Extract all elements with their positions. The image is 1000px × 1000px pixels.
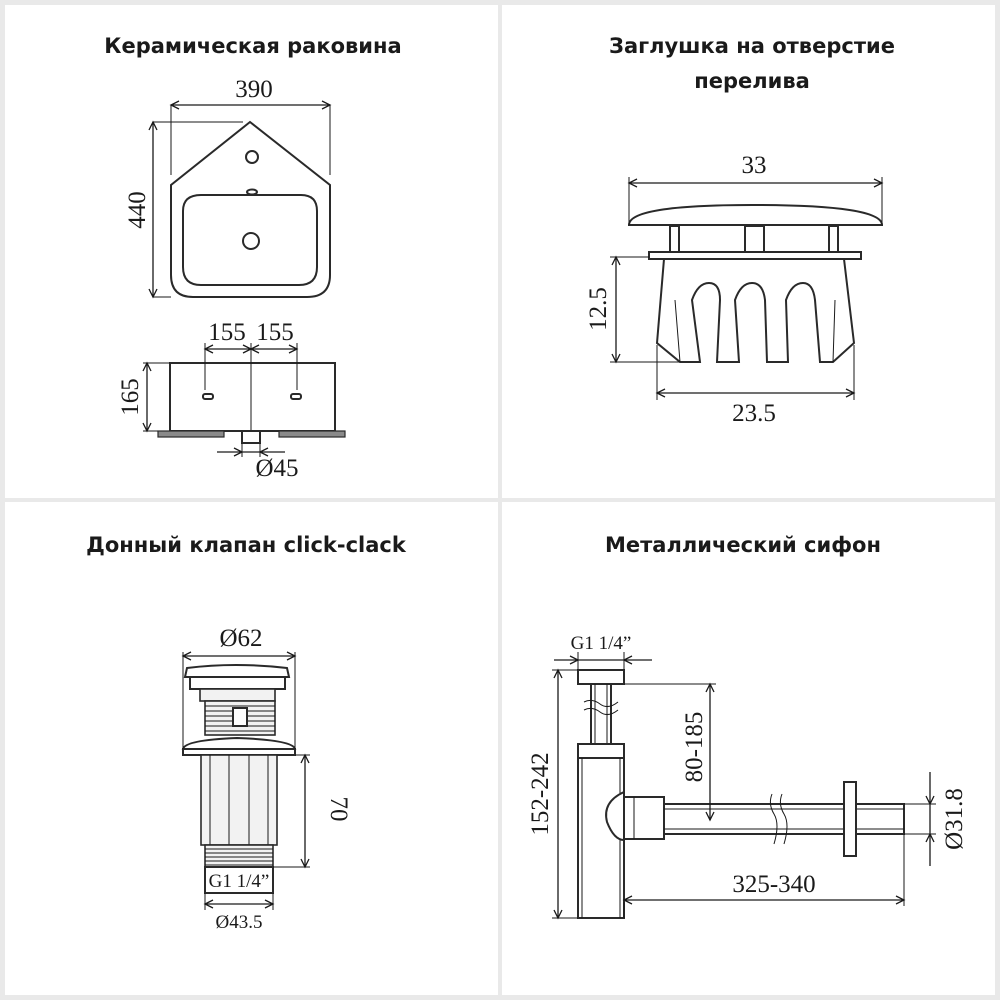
valve-cap [183, 664, 291, 678]
valve-flange-base [182, 748, 296, 756]
overflow-drawing: Заглушка на отверстие перелива 33 12.5 2… [585, 34, 895, 427]
sink-title: Керамическая раковина [104, 34, 401, 58]
sink-drain-label: Ø45 [255, 455, 298, 482]
siphon-bottle [577, 757, 625, 919]
siphon-wall-flange [843, 781, 857, 857]
panel-ceramic-sink: Керамическая раковина 390 440 155 155 16… [5, 5, 498, 498]
valve-cap-diameter-label: Ø62 [219, 625, 262, 652]
valve-bottom-thread [204, 844, 274, 868]
siphon-title: Металлический сифон [605, 533, 881, 557]
valve-neck [199, 688, 276, 702]
overflow-legs [655, 258, 856, 363]
valve-body [200, 754, 278, 846]
siphon-outlet-break [769, 793, 788, 845]
overflow-post-center [744, 225, 765, 253]
overflow-post-left [669, 225, 680, 253]
valve-tail [204, 866, 274, 894]
overflow-height-label: 12.5 [585, 287, 612, 331]
siphon-coupling [623, 796, 665, 840]
overflow-flange [648, 251, 862, 260]
siphon-total-height-label: 152-242 [527, 752, 554, 835]
siphon-thread-label: G1 1/4” [571, 633, 632, 654]
overflow-post-right [828, 225, 839, 253]
valve-drawing: Донный клапан click-clack Ø62 70 [86, 533, 407, 933]
front-base-left [157, 430, 225, 438]
siphon-body-nut [577, 743, 625, 759]
valve-height-label: 70 [325, 797, 352, 822]
panel-metal-siphon: Металлический сифон G1 1/4” 152-242 80-1… [502, 502, 995, 995]
sink-offset-left-label: 155 [208, 319, 246, 346]
valve-flange [181, 736, 297, 750]
siphon-inlet-nut [577, 669, 625, 685]
overflow-top-width-label: 33 [742, 152, 767, 179]
siphon-elbow [605, 790, 625, 842]
siphon-inlet-break [583, 699, 619, 716]
valve-title: Донный клапан click-clack [86, 533, 407, 557]
front-slot-left [202, 393, 214, 400]
sink-height-label: 165 [117, 378, 144, 416]
faucet-hole [245, 150, 259, 164]
panel-overflow-plug: Заглушка на отверстие перелива 33 12.5 2… [502, 5, 995, 498]
overflow-hole [246, 188, 258, 196]
valve-bottom-thread-lines [205, 848, 273, 866]
front-base-right [278, 430, 346, 438]
siphon-inlet-tube [590, 683, 612, 745]
siphon-outlet-length-label: 325-340 [732, 871, 815, 898]
valve-window [232, 707, 248, 727]
valve-thread-label: G1 1/4” [209, 871, 270, 892]
sink-offset-right-label: 155 [256, 319, 294, 346]
overflow-title-line2: перелива [694, 69, 810, 93]
overflow-bottom-width-label: 23.5 [732, 400, 776, 427]
sink-depth-label: 440 [124, 191, 151, 229]
sink-drawing: Керамическая раковина 390 440 155 155 16… [104, 34, 401, 482]
valve-body-diameter-label: Ø43.5 [216, 912, 263, 933]
overflow-title-line1: Заглушка на отверстие [609, 34, 895, 58]
valve-cap-rim [189, 676, 286, 690]
siphon-pipe-diameter-label: Ø31.8 [941, 788, 968, 850]
siphon-drawing: Металлический сифон G1 1/4” 152-242 80-1… [527, 533, 968, 920]
sink-width-label: 390 [235, 76, 273, 103]
drain-hole [242, 232, 260, 250]
siphon-inlet-height-label: 80-185 [681, 712, 708, 783]
front-drain-pipe [241, 430, 261, 444]
front-slot-right [290, 393, 302, 400]
panel-click-clack-valve: Донный клапан click-clack Ø62 70 [5, 502, 498, 995]
overflow-cap [627, 203, 884, 226]
sink-front-body [169, 362, 336, 432]
